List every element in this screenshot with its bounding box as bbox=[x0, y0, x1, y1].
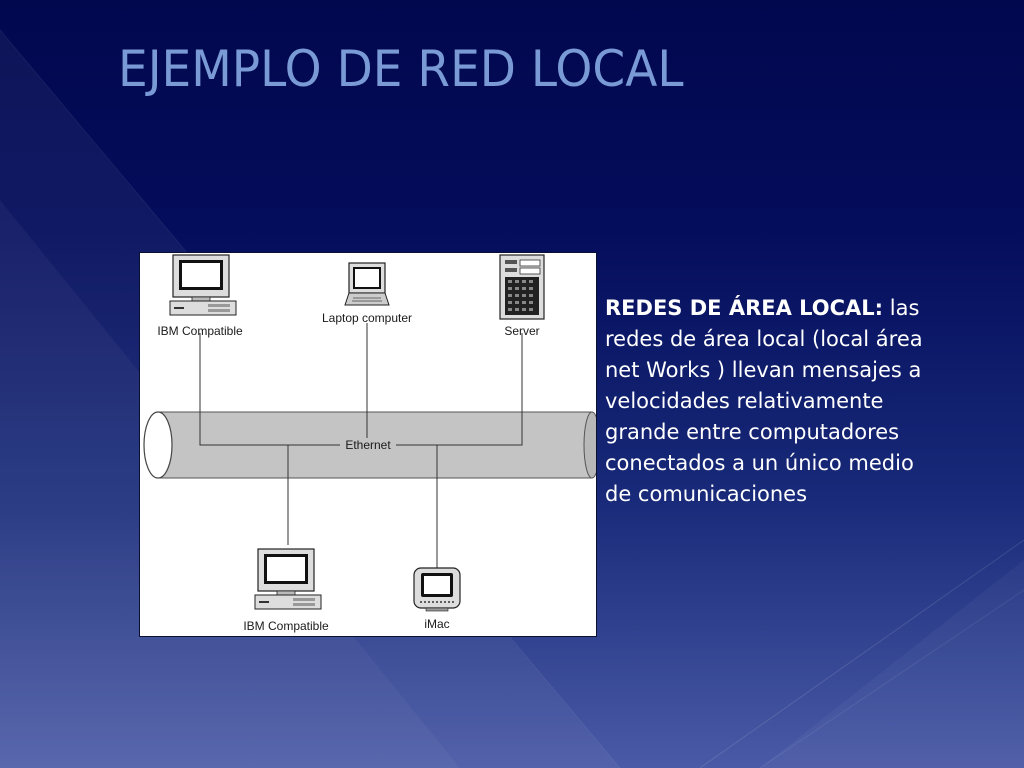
imac-icon bbox=[413, 567, 461, 612]
laptop-icon bbox=[344, 262, 390, 306]
network-diagram: Ethernet IBM Compatible Laptop computer bbox=[140, 253, 596, 636]
network-diagram-svg: Ethernet IBM Compatible Laptop computer bbox=[143, 254, 596, 633]
ethernet-label-bg bbox=[340, 438, 396, 452]
server-icon bbox=[499, 254, 545, 320]
imac-label: iMac bbox=[424, 617, 449, 631]
ibm-compatible-bottom-icon bbox=[254, 548, 322, 610]
definition-term: REDES DE ÁREA LOCAL: bbox=[605, 296, 884, 320]
laptop-label: Laptop computer bbox=[322, 311, 412, 325]
ibm-compatible-bottom-label: IBM Compatible bbox=[243, 619, 329, 633]
definition-text: REDES DE ÁREA LOCAL: las redes de área l… bbox=[605, 293, 925, 510]
slide-title: EJEMPLO DE RED LOCAL bbox=[118, 40, 684, 98]
ethernet-label: Ethernet bbox=[345, 438, 391, 452]
ibm-compatible-top-icon bbox=[169, 254, 237, 316]
definition-body: las redes de área local (local área net … bbox=[605, 296, 923, 506]
server-label: Server bbox=[504, 324, 539, 338]
ibm-compatible-top-label: IBM Compatible bbox=[157, 324, 243, 338]
